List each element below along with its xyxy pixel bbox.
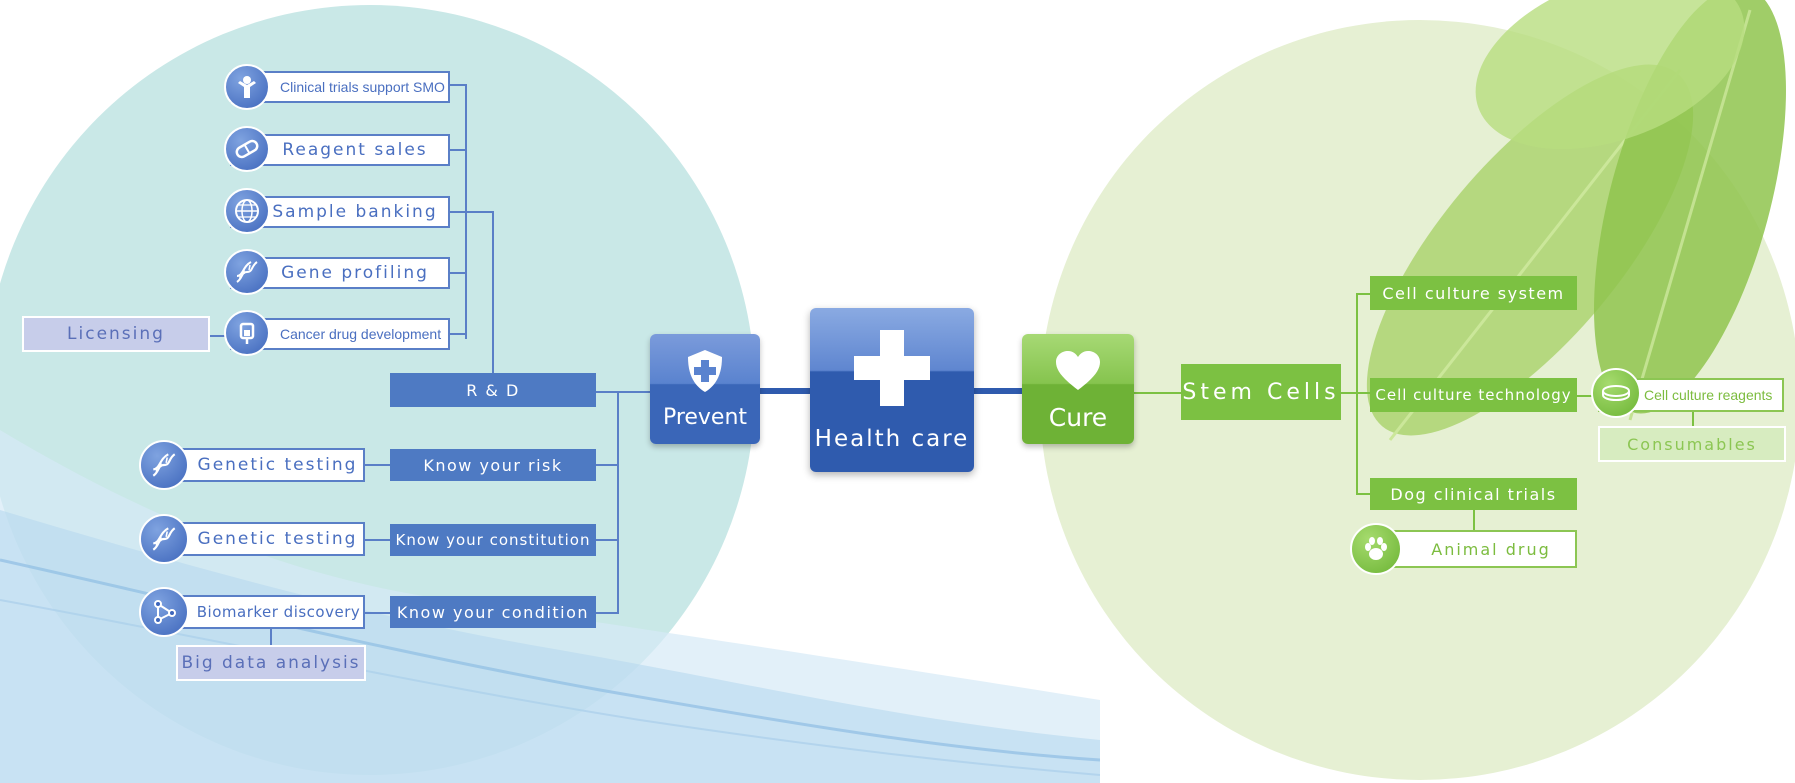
heart-icon xyxy=(1056,351,1100,390)
dna-icon xyxy=(139,514,189,564)
connector xyxy=(1356,493,1371,495)
iv-bag-icon xyxy=(224,310,270,356)
petri-dish-icon xyxy=(1591,368,1641,418)
genetic-testing-box-1: Genetic testing xyxy=(170,448,365,482)
connector xyxy=(363,612,393,614)
connector xyxy=(972,388,1024,394)
connector xyxy=(1339,392,1371,394)
health-care-tile: Health care xyxy=(810,308,974,472)
connector xyxy=(1133,392,1183,394)
person-icon xyxy=(224,64,270,110)
dog-clinical-trials-box: Dog clinical trials xyxy=(1370,478,1577,510)
connector xyxy=(1692,408,1694,428)
globe-icon xyxy=(224,188,270,234)
genetic-testing-box-2: Genetic testing xyxy=(170,522,365,556)
licensing-box: Licensing xyxy=(22,316,210,352)
connector xyxy=(492,211,494,376)
connector xyxy=(595,464,619,466)
connector xyxy=(448,149,467,151)
prevent-tile: Prevent xyxy=(650,334,760,444)
big-data-analysis-box: Big data analysis xyxy=(176,645,366,681)
connector xyxy=(595,612,619,614)
know-your-risk-box: Know your risk xyxy=(390,449,596,481)
connector xyxy=(448,84,467,86)
leaf-decoration xyxy=(1366,0,1786,441)
stem-cells-bus-line xyxy=(1356,293,1358,495)
prevent-label: Prevent xyxy=(662,405,748,430)
shield-plus-icon xyxy=(688,350,722,392)
cure-tile: Cure xyxy=(1022,334,1134,444)
wave-decoration xyxy=(0,430,1100,783)
capsule-icon xyxy=(224,126,270,172)
connector xyxy=(270,626,272,646)
biomarker-discovery-box: Biomarker discovery xyxy=(170,595,365,629)
connector xyxy=(758,388,810,394)
connector xyxy=(595,539,619,541)
know-your-condition-box: Know your condition xyxy=(390,596,596,628)
connector xyxy=(363,539,393,541)
rnd-box: R & D xyxy=(390,373,596,407)
dna-icon xyxy=(224,249,270,295)
health-care-label: Health care xyxy=(814,426,970,452)
connector xyxy=(448,333,467,335)
consumables-box: Consumables xyxy=(1598,426,1786,462)
animal-drug-box: Animal drug xyxy=(1375,530,1577,568)
know-your-constitution-box: Know your constitution xyxy=(390,524,596,556)
network-node-icon xyxy=(139,587,189,637)
connector xyxy=(448,211,467,213)
connector xyxy=(1575,395,1593,397)
medical-cross-icon xyxy=(854,330,930,406)
cure-label: Cure xyxy=(1048,403,1108,432)
dna-icon xyxy=(139,440,189,490)
paw-icon xyxy=(1350,523,1402,575)
connector xyxy=(465,211,494,213)
stem-cells-box: Stem Cells xyxy=(1181,364,1341,420)
cell-culture-technology-box: Cell culture technology xyxy=(1370,378,1577,412)
connector xyxy=(1356,293,1371,295)
connector xyxy=(595,391,650,393)
connector xyxy=(208,335,228,337)
connector xyxy=(448,272,467,274)
connector xyxy=(363,464,393,466)
prevent-bus-line xyxy=(617,391,619,613)
connector xyxy=(1473,507,1475,532)
cell-culture-system-box: Cell culture system xyxy=(1370,276,1577,310)
